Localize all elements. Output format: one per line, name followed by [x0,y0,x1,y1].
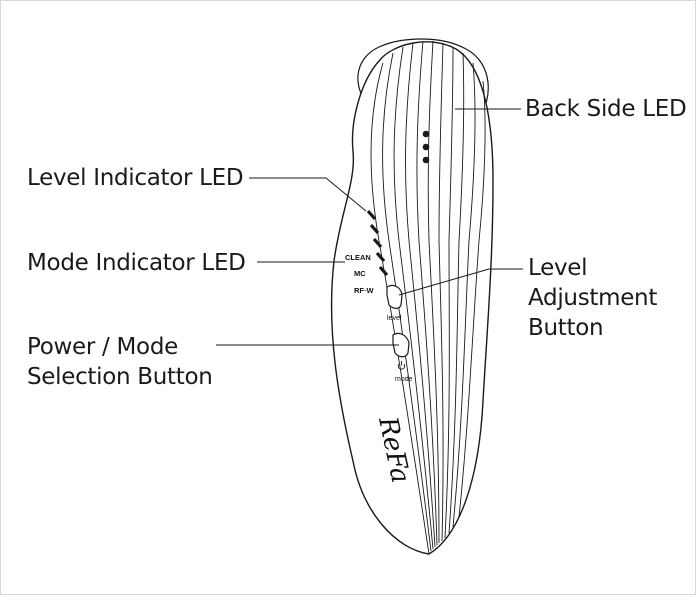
level-adjustment-button[interactable] [386,284,403,309]
device-body-outline [330,41,494,555]
leader-lines [216,108,523,346]
rear-roller-outline [357,38,489,118]
level-button-label: level [387,315,402,322]
callout-back-side-led: Back Side LED [525,96,687,122]
leader-level-adjustment [398,268,523,296]
callout-level-adjustment-line1: Level [528,255,588,281]
mode-button-label: mode [395,376,413,383]
leader-level-indicator [249,177,367,212]
level-indicator-led-bars [366,209,389,277]
back-side-led-dots [422,130,430,164]
callout-level-adjustment-line3: Button [528,315,604,341]
body-stripes [370,40,486,555]
mode-label-clean: CLEAN [345,253,371,262]
callout-power-mode-line1: Power / Mode [27,334,178,360]
callout-level-indicator-led: Level Indicator LED [27,165,244,191]
power-icon [397,361,406,370]
mode-label-mc: MC [354,269,366,278]
mode-label-rfw: RF·W [354,286,374,295]
callout-mode-indicator-led: Mode Indicator LED [27,250,246,276]
power-mode-button[interactable] [392,332,410,358]
callout-power-mode-line2: Selection Button [27,364,213,390]
callout-level-adjustment-line2: Adjustment [528,285,658,311]
